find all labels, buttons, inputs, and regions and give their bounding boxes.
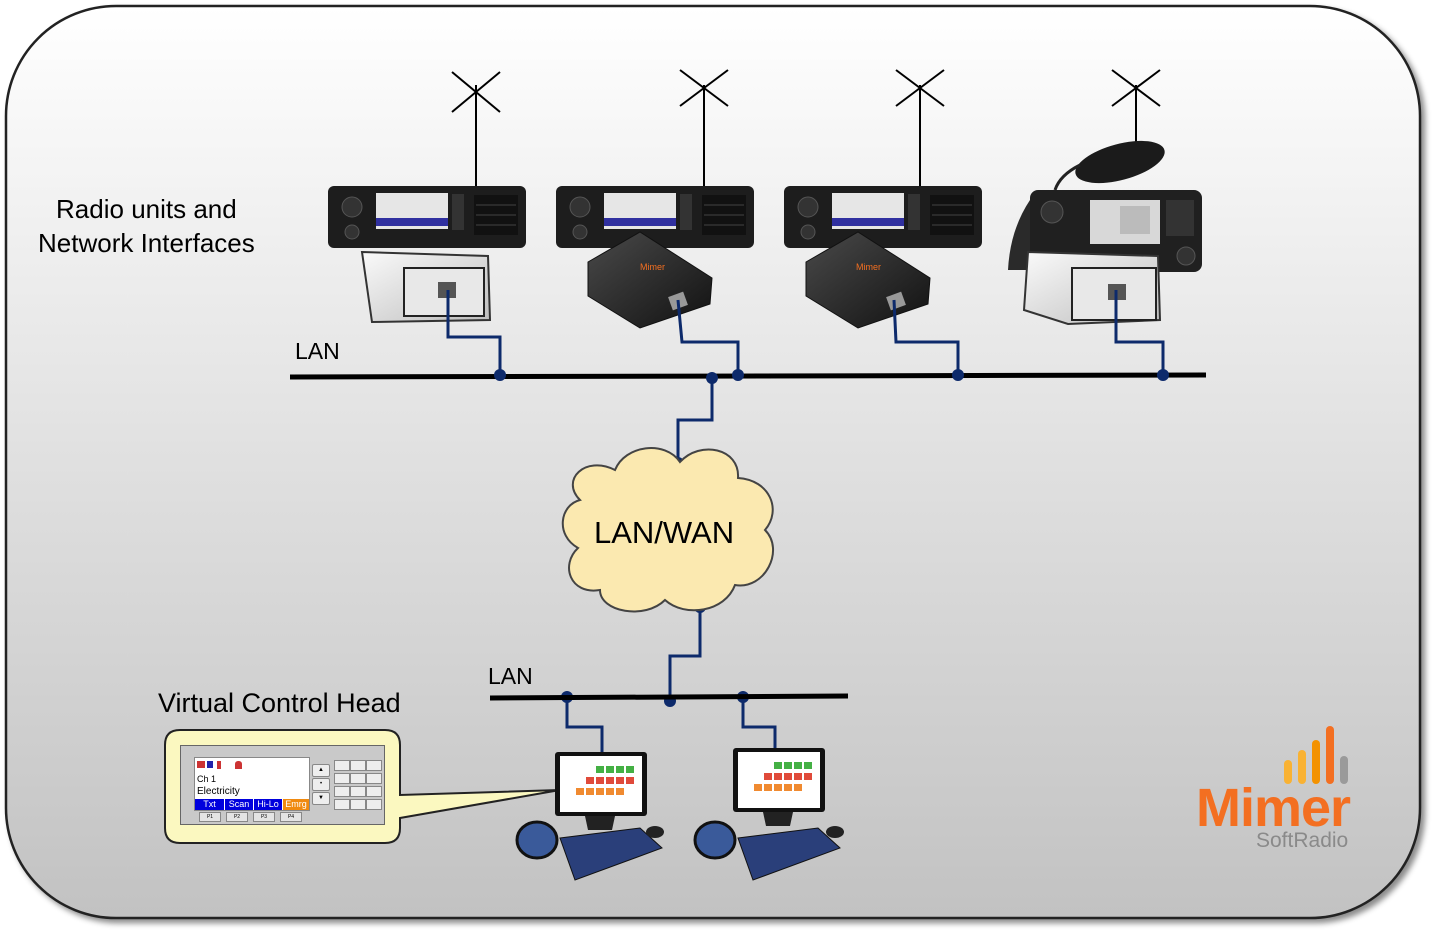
- svg-text:Mimer: Mimer: [856, 262, 881, 272]
- keypad-key[interactable]: [350, 799, 366, 810]
- marine-radio-icon: [1008, 140, 1202, 272]
- nav-up-button[interactable]: ▲: [312, 764, 330, 777]
- keypad-key[interactable]: [334, 799, 350, 810]
- aluminium-interface-box-icon: [360, 250, 492, 324]
- keypad-key[interactable]: [366, 760, 382, 771]
- mimer-softradio-logo: Mimer SoftRadio: [1196, 725, 1366, 855]
- black-interface-box-icon: Mimer: [805, 231, 931, 329]
- antenna-small-icon: [217, 761, 221, 769]
- softkey-txt[interactable]: Txt: [195, 799, 224, 810]
- function-key-p4[interactable]: P4: [280, 812, 302, 822]
- virtual-control-head-panel: Ch 1 Electricity Txt Scan Hi-Lo Emrg ▲ •…: [180, 745, 385, 825]
- lan-bus-bottom: [489, 693, 849, 701]
- workstation-icon: [515, 752, 664, 881]
- channel-name: Electricity: [197, 786, 240, 797]
- brand-name: Mimer: [1196, 778, 1351, 838]
- mobile-radio-icon: [784, 186, 982, 248]
- antenna-icon: [679, 69, 729, 190]
- keypad-key[interactable]: [350, 786, 366, 797]
- radio-heading-line1: Radio units and: [56, 194, 237, 224]
- virtual-control-head-label: Virtual Control Head: [158, 688, 401, 718]
- mobile-radio-icon: [556, 186, 754, 248]
- signal-icon: [197, 761, 205, 768]
- keypad-key[interactable]: [366, 799, 382, 810]
- function-key-p2[interactable]: P2: [226, 812, 248, 822]
- nav-ok-button[interactable]: •: [312, 778, 330, 791]
- brand-signal-bars-icon: [1284, 726, 1348, 784]
- keypad-key[interactable]: [350, 760, 366, 771]
- keypad-key[interactable]: [334, 773, 350, 784]
- function-key-p3[interactable]: P3: [253, 812, 275, 822]
- softkey-emrg[interactable]: Emrg: [283, 799, 309, 810]
- nav-down-button[interactable]: ▼: [312, 792, 330, 805]
- keypad-key[interactable]: [366, 773, 382, 784]
- cloud-label: LAN/WAN: [594, 515, 735, 550]
- lan-top-label: LAN: [295, 338, 340, 364]
- brand-subtitle: SoftRadio: [1256, 829, 1349, 852]
- keypad-key[interactable]: [350, 773, 366, 784]
- control-head-display: Ch 1 Electricity Txt Scan Hi-Lo Emrg: [194, 757, 310, 811]
- antenna-icon: [451, 71, 501, 190]
- antenna-icon: [1111, 69, 1161, 145]
- svg-text:Mimer: Mimer: [640, 262, 665, 272]
- radio-units-heading: Radio units and Network Interfaces: [38, 192, 255, 260]
- softkey-hi-lo[interactable]: Hi-Lo: [254, 799, 282, 810]
- lan-bus-top: [289, 372, 1207, 380]
- lan-bottom-label: LAN: [488, 663, 533, 689]
- lan-wan-cloud: [561, 447, 775, 613]
- mobile-radio-icon: [328, 186, 526, 248]
- network-links: [446, 290, 1165, 758]
- radio-heading-line2: Network Interfaces: [38, 228, 255, 258]
- status-icons: [197, 760, 257, 770]
- workstation-icon: [693, 748, 844, 881]
- blue-status-icon: [207, 761, 213, 768]
- function-key-p1[interactable]: P1: [199, 812, 221, 822]
- keypad-key[interactable]: [366, 786, 382, 797]
- softkey-scan[interactable]: Scan: [225, 799, 253, 810]
- keypad-key[interactable]: [334, 760, 350, 771]
- antenna-icon: [895, 69, 945, 190]
- aluminium-interface-box-icon: [1022, 250, 1162, 326]
- keypad-key[interactable]: [334, 786, 350, 797]
- bell-icon: [235, 761, 242, 769]
- channel-text: Ch 1: [197, 774, 217, 784]
